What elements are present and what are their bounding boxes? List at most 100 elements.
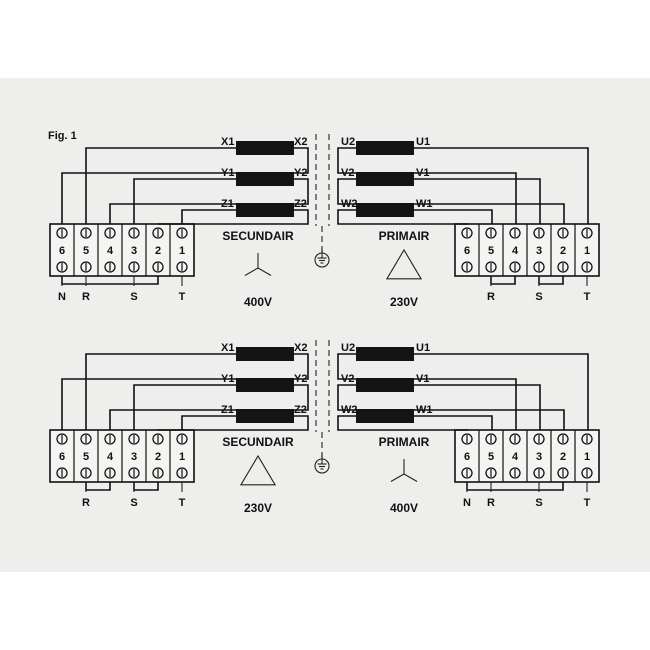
wire-u1 <box>414 353 589 430</box>
secondary-output-label: S <box>130 291 137 303</box>
wire-u1 <box>414 147 589 224</box>
terminal-number: 6 <box>59 451 65 463</box>
primary-coil-2 <box>356 172 414 186</box>
terminal-number: 6 <box>464 451 470 463</box>
primary-coil-end-label: U1 <box>416 342 430 354</box>
secondary-delta-symbol <box>239 454 277 486</box>
wire-y2 <box>109 178 309 224</box>
secondary-output-label: T <box>179 291 186 303</box>
primary-star-bridge <box>466 482 564 491</box>
secondary-star-symbol <box>244 253 272 276</box>
terminal-number: 3 <box>536 245 542 257</box>
secondary-coil-3 <box>236 409 294 423</box>
secondary-coil-start-label: X1 <box>221 136 234 148</box>
secondary-output-label: T <box>179 497 186 509</box>
terminal-number: 5 <box>488 245 494 257</box>
wire-z2 <box>158 415 309 431</box>
primary-output-label: R <box>487 291 495 303</box>
wire-w2 <box>337 209 468 225</box>
secondary-coil-end-label: X2 <box>294 136 307 148</box>
secondary-title: SECUNDAIR <box>222 435 294 449</box>
secondary-coil-start-label: X1 <box>221 342 234 354</box>
secondary-coil-1 <box>236 141 294 155</box>
terminal-number: 3 <box>131 245 137 257</box>
secondary-output-label: R <box>82 497 90 509</box>
terminal-number: 2 <box>560 245 566 257</box>
primary-delta-bridge <box>538 276 564 285</box>
primary-coil-end-label: U1 <box>416 136 430 148</box>
secondary-coil-1 <box>236 347 294 361</box>
primary-coil-start-label: U2 <box>341 342 355 354</box>
secondary-delta-bridge <box>85 482 111 491</box>
primary-delta-symbol <box>385 248 423 280</box>
terminal-number: 2 <box>155 245 161 257</box>
star-arm <box>403 473 418 482</box>
secondary-voltage: 230V <box>244 501 272 515</box>
primary-title: PRIMAIR <box>379 229 430 243</box>
wire-z1 <box>181 415 236 430</box>
wire-v1 <box>414 384 541 430</box>
wire-v2 <box>337 384 565 430</box>
primary-voltage: 230V <box>390 295 418 309</box>
primary-voltage: 400V <box>390 501 418 515</box>
wire-z2 <box>158 209 309 225</box>
terminal-number: 5 <box>488 451 494 463</box>
primary-coil-2 <box>356 378 414 392</box>
secondary-coil-2 <box>236 172 294 186</box>
secondary-star-bridge <box>61 276 159 285</box>
secondary-coil-end-label: X2 <box>294 342 307 354</box>
terminal-number: 6 <box>59 245 65 257</box>
ground-icon <box>314 455 330 474</box>
wire-y2 <box>109 384 309 430</box>
primary-output-label: T <box>584 497 591 509</box>
wire-w2 <box>337 415 468 431</box>
terminal-number: 1 <box>584 451 590 463</box>
terminal-number: 3 <box>131 451 137 463</box>
wire-u2 <box>337 147 517 224</box>
primary-coil-3 <box>356 203 414 217</box>
wire-w1 <box>414 415 493 430</box>
secondary-delta-bridge <box>133 482 159 491</box>
wire-x2 <box>61 147 309 224</box>
primary-output-label: S <box>535 497 542 509</box>
secondary-coil-2 <box>236 378 294 392</box>
star-arm <box>257 267 272 276</box>
primary-coil-3 <box>356 409 414 423</box>
wire-y1 <box>133 384 236 430</box>
terminal-number: 4 <box>107 245 114 257</box>
wire-x2 <box>61 353 309 430</box>
terminal-number: 1 <box>584 245 590 257</box>
primary-delta-bridge <box>490 276 516 285</box>
secondary-coil-3 <box>236 203 294 217</box>
terminal-number: 2 <box>560 451 566 463</box>
terminal-number: 2 <box>155 451 161 463</box>
secondary-output-label: N <box>58 291 66 303</box>
primary-output-label: T <box>584 291 591 303</box>
primary-output-label: S <box>535 291 542 303</box>
secondary-output-label: R <box>82 291 90 303</box>
secondary-voltage: 400V <box>244 295 272 309</box>
wire-v1 <box>414 178 541 224</box>
primary-coil-1 <box>356 347 414 361</box>
wire-z1 <box>181 209 236 224</box>
terminal-number: 1 <box>179 245 185 257</box>
terminal-number: 6 <box>464 245 470 257</box>
primary-output-label: R <box>487 497 495 509</box>
secondary-output-label: S <box>130 497 137 509</box>
star-arm <box>390 473 405 482</box>
terminal-number: 4 <box>107 451 114 463</box>
wire-x1 <box>85 353 236 430</box>
wire-u2 <box>337 353 517 430</box>
primary-star-symbol <box>390 459 418 482</box>
primary-coil-1 <box>356 141 414 155</box>
terminal-number: 4 <box>512 451 519 463</box>
wire-x1 <box>85 147 236 224</box>
primary-title: PRIMAIR <box>379 435 430 449</box>
terminal-number: 3 <box>536 451 542 463</box>
